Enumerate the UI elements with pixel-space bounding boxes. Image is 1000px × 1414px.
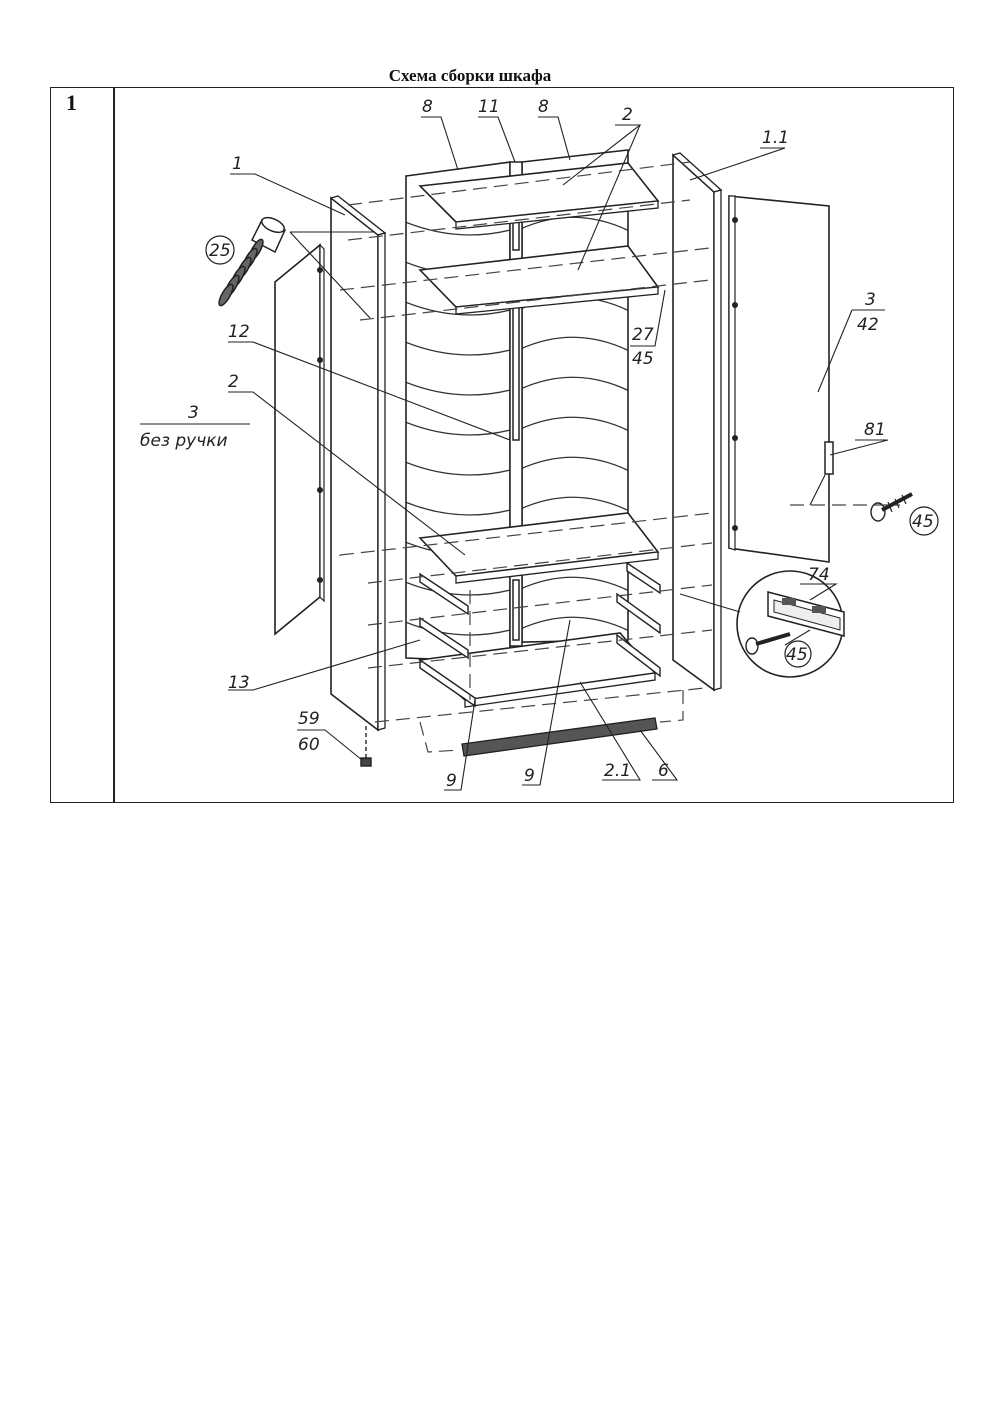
label-45-middle: 45 — [632, 349, 654, 369]
label-2-left: 2 — [228, 372, 239, 392]
label-9-right: 9 — [524, 766, 535, 786]
label-45-right: 45 — [912, 512, 934, 532]
side-panel-right — [671, 152, 723, 692]
assembly-guide-lines — [339, 161, 713, 753]
label-12: 12 — [228, 322, 250, 342]
confirmat-screw-icon — [218, 216, 286, 307]
label-3-left: 3 — [188, 403, 199, 423]
label-27: 27 — [632, 325, 654, 345]
part-labels: 8 11 8 2 1.1 1 25 12 2 3 без ручки 27 45… — [140, 97, 939, 791]
detail-circle — [679, 570, 845, 678]
side-panel-left — [329, 195, 387, 732]
label-13: 13 — [228, 673, 250, 693]
door-left — [274, 243, 325, 636]
label-2-top: 2 — [622, 105, 633, 125]
label-25-circle — [205, 235, 235, 265]
label-59: 59 — [298, 709, 320, 729]
label-bez-ruchki: без ручки — [140, 431, 228, 451]
screw-icon — [870, 492, 913, 522]
door-right — [728, 195, 834, 563]
label-60: 60 — [298, 735, 320, 755]
shelf-lower — [418, 512, 660, 584]
label-42: 42 — [857, 315, 879, 335]
label-11: 11 — [478, 97, 500, 117]
step-frame — [50, 87, 954, 803]
label-6: 6 — [658, 761, 669, 781]
leader-lines — [140, 116, 889, 791]
label-45-detail-circle — [784, 640, 812, 668]
page-title: Схема сборки шкафа — [388, 66, 552, 85]
label-74: 74 — [808, 565, 830, 585]
step-number: 1 — [66, 90, 77, 115]
label-25: 25 — [209, 241, 231, 261]
label-9-left: 9 — [446, 771, 457, 791]
drawer-slides — [419, 561, 661, 708]
label-1-1: 1.1 — [762, 128, 789, 148]
label-45-detail: 45 — [786, 645, 808, 665]
label-45-right-circle — [909, 506, 939, 536]
label-8-left: 8 — [422, 97, 433, 117]
plinth-bar — [461, 717, 658, 757]
label-8-right: 8 — [538, 97, 549, 117]
label-2-1: 2.1 — [604, 761, 631, 781]
adjustable-foot — [360, 726, 372, 767]
label-3-right: 3 — [865, 290, 876, 310]
label-81: 81 — [864, 420, 886, 440]
step-column-divider — [113, 87, 115, 803]
label-1: 1 — [232, 154, 243, 174]
